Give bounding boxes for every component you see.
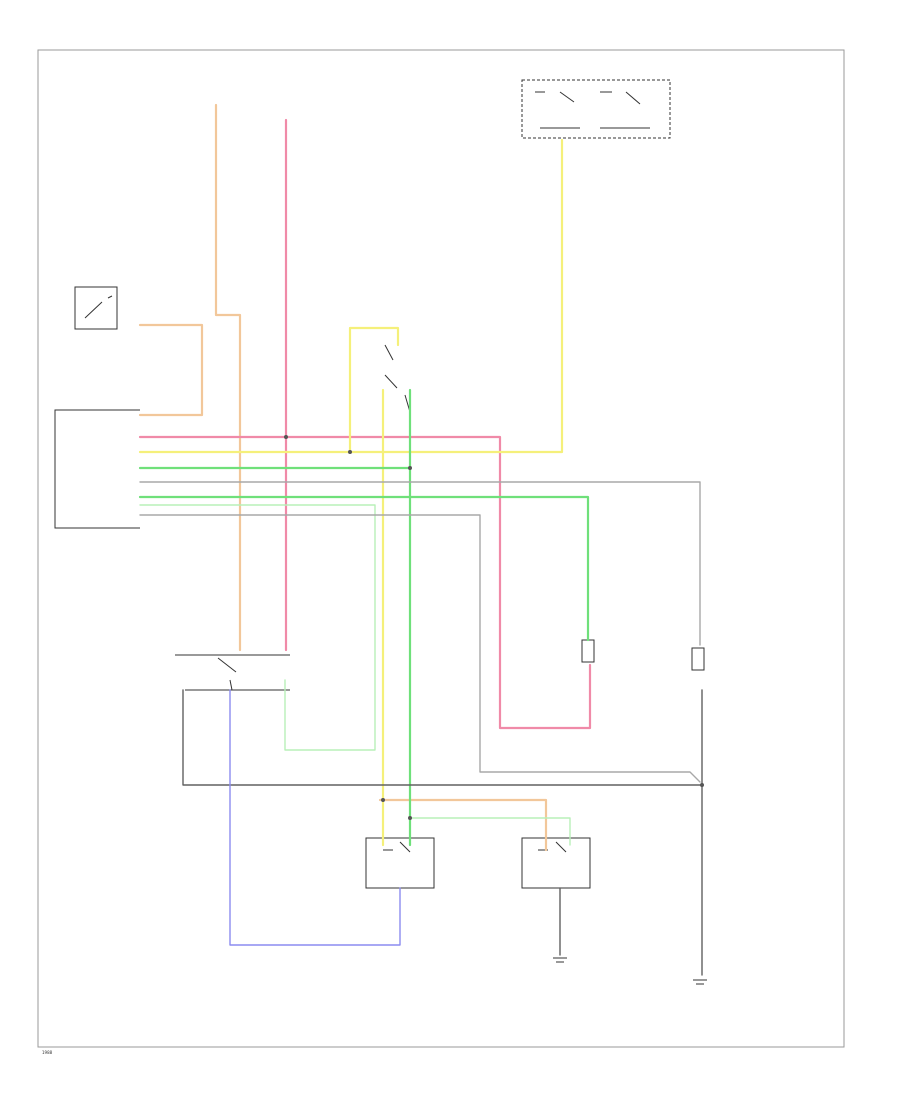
- fuse-block-switch: [535, 91, 641, 105]
- ground-symbol-left: [553, 957, 567, 963]
- ground-symbol-right: [693, 979, 707, 985]
- wire-green-sensor: [138, 495, 590, 642]
- wire-yellow-switch: [348, 326, 400, 454]
- switch-box-left: [74, 286, 118, 330]
- relay-right: [521, 837, 591, 889]
- sensor-left: [581, 639, 595, 663]
- wire-orange-relay: [378, 798, 548, 852]
- diagram-frame: [37, 49, 845, 1048]
- wire-gray-loop: [139, 514, 701, 783]
- relay-left: [365, 837, 435, 889]
- control-module-outline: [54, 409, 140, 529]
- sensor-right: [691, 647, 705, 671]
- junction-dots: [284, 435, 704, 820]
- wire-blue: [229, 689, 401, 946]
- relay-left-contact: [383, 841, 411, 853]
- fuse-block-top: [521, 79, 671, 139]
- wire-ground-bus: [182, 689, 703, 786]
- wire-yellow: [138, 138, 564, 454]
- wire-light-green-relay: [409, 817, 571, 846]
- diagram-code: 1988: [42, 1050, 53, 1055]
- relay-right-contact: [538, 841, 567, 853]
- switch-box-left-contact: [84, 295, 113, 319]
- wire-gray-long: [139, 481, 701, 646]
- wire-light-green: [139, 504, 376, 751]
- main-switch-outline: [175, 654, 290, 691]
- center-switch: [384, 344, 411, 413]
- wire-orange-branch: [138, 323, 204, 417]
- wire-orange: [214, 103, 242, 652]
- wire-pink-loop: [138, 435, 592, 730]
